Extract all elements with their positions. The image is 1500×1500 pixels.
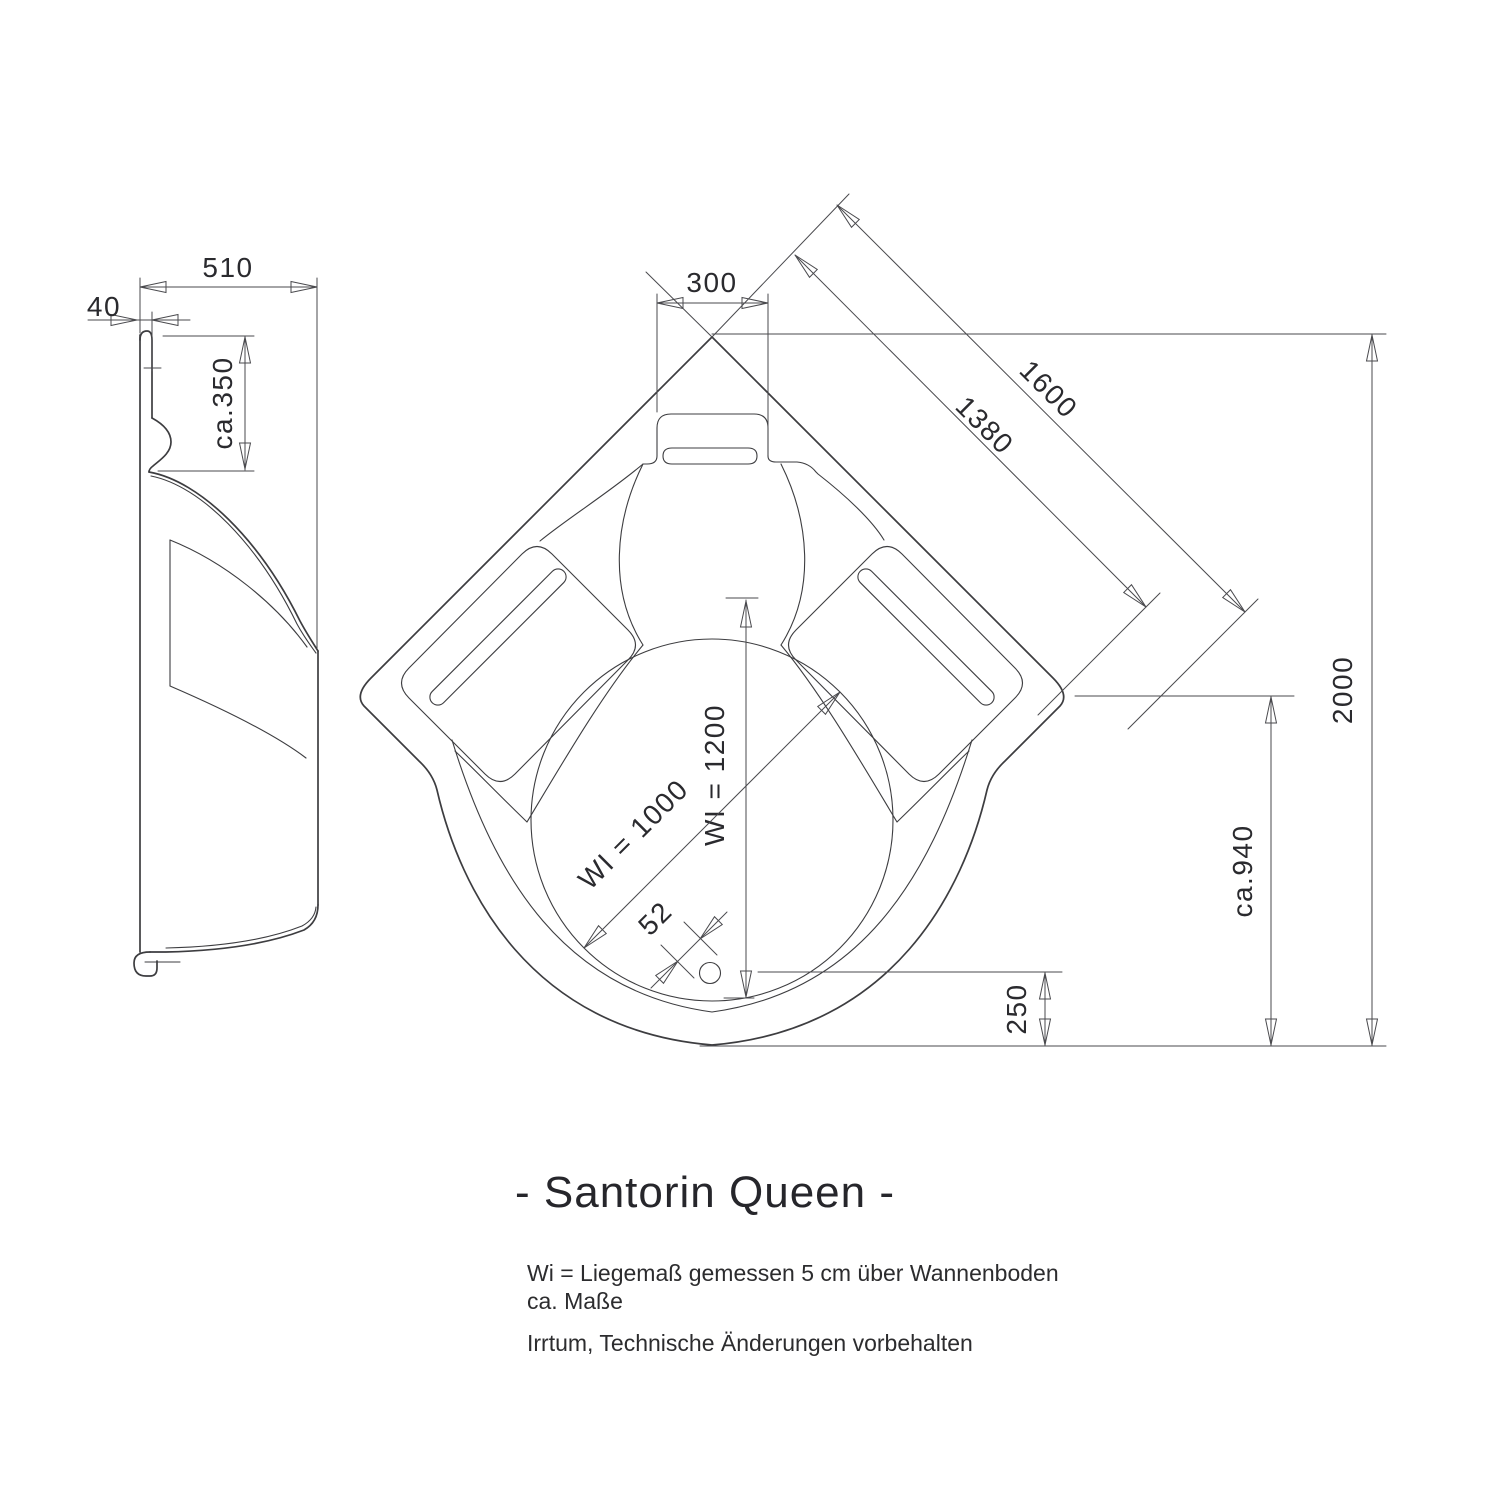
seat-blade-right [780,644,970,823]
right-pad-slot [857,568,995,706]
dim-label-ca940: ca.940 [1227,824,1258,917]
corner-notch [656,413,769,457]
tub-inner-rim [451,739,973,1013]
dim-ca940: ca.940 [1074,695,1295,1047]
right-pad [787,545,1024,783]
side-sweep-outer [148,471,319,652]
side-foot-hook [133,951,158,977]
note-line-1: Wi = Liegemaß gemessen 5 cm über Wannenb… [527,1260,1059,1286]
side-bottom-inner [165,906,317,949]
dim-label-52: 52 [632,895,678,941]
dim-label-40: 40 [87,291,121,322]
dim-label-ca350: ca.350 [207,356,238,449]
dim-label-250: 250 [1001,983,1032,1034]
note-line-2: ca. Maße [527,1288,623,1314]
bowl-circle [530,638,894,1002]
dim-label-wi1000: WI = 1000 [572,773,694,895]
dim-label-wi1200: WI = 1200 [699,704,730,846]
backrest-curve-left [618,463,644,646]
dim-wi-1200: WI = 1200 [699,597,759,999]
side-sweep-inner [150,475,317,654]
dim-label-1380: 1380 [950,390,1020,460]
drawing-title: - Santorin Queen - [515,1168,895,1217]
dim-2000: 2000 [699,333,1387,1047]
dim-label-2000: 2000 [1327,656,1358,724]
inner-wall-right [767,455,885,541]
dim-40: 40 [87,291,191,372]
side-top-lip [139,330,153,419]
dim-1380: 1380 [790,250,1161,716]
inner-wall-left [539,455,658,542]
seat-blade-left [454,644,644,823]
dim-52: 52 [632,895,728,989]
dim-label-510: 510 [202,252,253,283]
plan-top-view: 300 1600 1380 2000 [359,193,1387,1047]
side-bottom-outer [149,904,319,953]
dim-label-1600: 1600 [1014,354,1084,424]
backrest-curve-right [780,463,806,646]
note-line-3: Irrtum, Technische Änderungen vorbehalte… [527,1330,973,1356]
dim-label-300: 300 [686,267,737,298]
apex-extension-upleft [645,271,713,338]
dim-1600: 1600 [832,200,1259,730]
side-rim-bulge [148,417,172,473]
tub-outer-outline [359,336,1065,1046]
left-pad [400,545,637,783]
side-seat-top [169,539,308,648]
left-pad-slot [429,568,567,706]
apex-extension-upright [711,193,850,338]
dim-300: 300 [656,267,769,456]
corner-notch-slot [662,447,758,465]
dim-250: 250 [757,971,1063,1047]
title-block: - Santorin Queen - Wi = Liegemaß gemesse… [515,1168,1059,1356]
dim-510: 510 [139,252,318,649]
side-profile-view: 510 40 ca.350 [87,252,319,977]
drain-circle [698,961,722,985]
dim-ca350: ca.350 [157,335,255,472]
side-seat-bottom [169,685,307,759]
